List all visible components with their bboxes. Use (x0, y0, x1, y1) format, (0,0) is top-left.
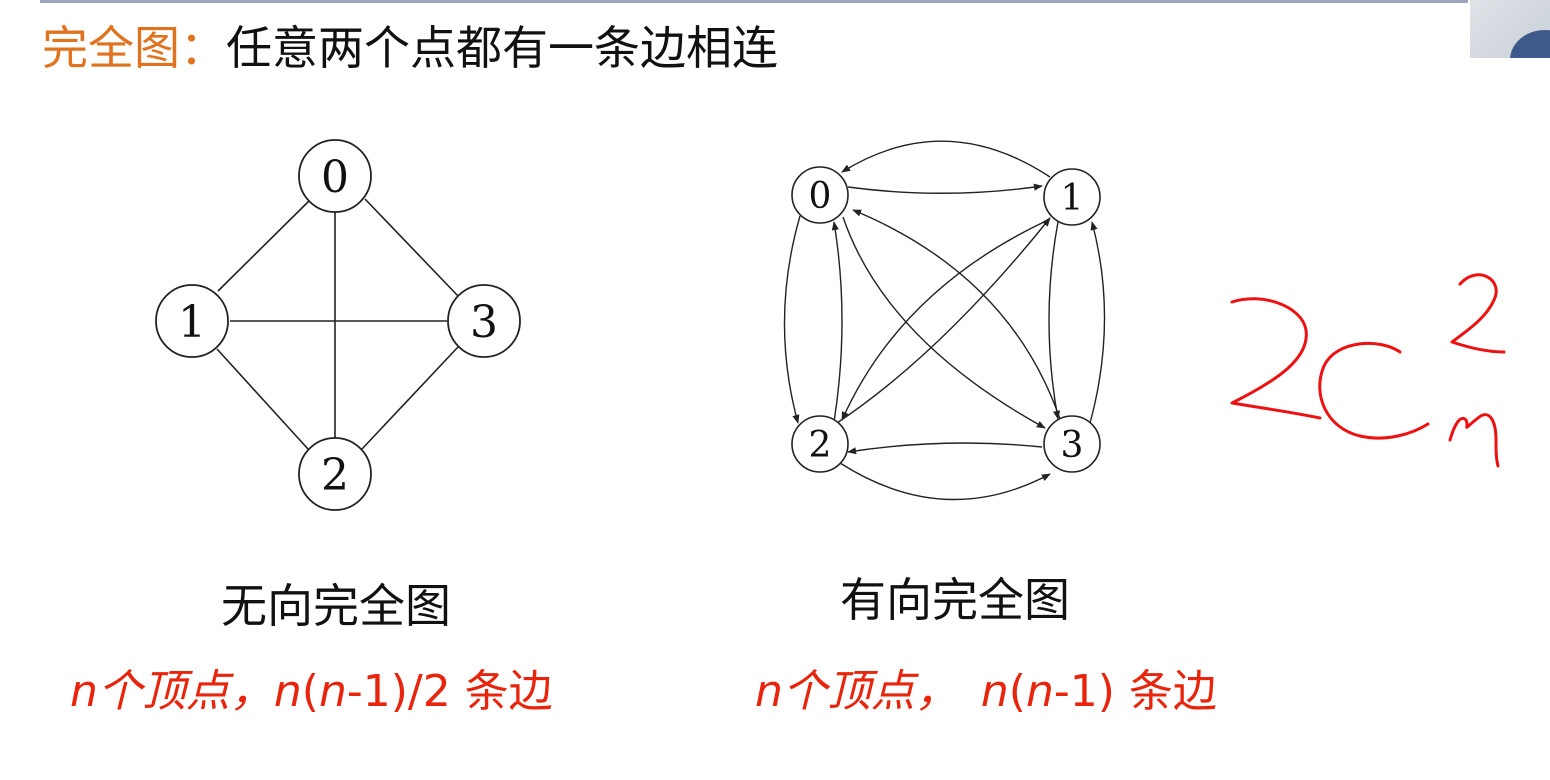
undirected-formula-mid: 个顶点， (98, 666, 274, 717)
arc-3-to-1-right (1090, 222, 1105, 423)
arc-2-to-3-bottom (840, 463, 1050, 499)
directed-node-1-label: 1 (1061, 178, 1084, 219)
undirected-node-1-label: 1 (178, 297, 206, 348)
directed-node-2: 2 (792, 416, 848, 472)
undirected-complete-graph (217, 199, 458, 449)
undirected-formula-n: n (70, 666, 98, 717)
directed-node-0-label: 0 (809, 176, 832, 217)
undirected-formula: n个顶点，n(n-1)/2 条边 (70, 664, 553, 720)
directed-caption: 有向完全图 (840, 572, 1070, 628)
undirected-formula-n2: n (274, 666, 302, 717)
undirected-node-2: 2 (299, 438, 371, 510)
handwritten-subscript-n (1450, 415, 1498, 466)
directed-formula: n个顶点，n(n-1) 条边 (755, 664, 1217, 720)
undirected-formula-paren: ( (302, 666, 319, 717)
arc-0-to-1 (848, 186, 1042, 193)
undirected-node-1: 1 (156, 285, 228, 357)
undirected-node-0: 0 (299, 140, 371, 212)
undirected-formula-n3: n (319, 666, 347, 717)
handwritten-letter-C (1320, 343, 1428, 438)
undirected-node-3: 3 (448, 285, 520, 357)
arc-0-to-2-left (784, 216, 800, 423)
handwritten-annotation-2Cn2 (1232, 275, 1504, 466)
edge-0-1 (218, 199, 311, 291)
directed-formula-mid: 个顶点， (783, 666, 959, 717)
directed-formula-n2: n (981, 666, 1009, 717)
directed-formula-n3: n (1026, 666, 1054, 717)
arc-1-to-3 (1049, 222, 1058, 419)
directed-node-1: 1 (1044, 169, 1100, 225)
undirected-caption: 无向完全图 (221, 578, 451, 634)
undirected-node-2-label: 2 (321, 450, 349, 501)
arc-2-to-1 (834, 218, 1050, 425)
undirected-node-0-label: 0 (321, 152, 349, 203)
directed-formula-paren: ( (1009, 666, 1026, 717)
directed-node-2-label: 2 (809, 425, 832, 466)
edge-3-2 (362, 347, 458, 449)
directed-formula-n: n (755, 666, 783, 717)
arc-3-to-2 (848, 443, 1042, 452)
arc-2-to-0 (834, 222, 842, 422)
directed-node-3-label: 3 (1061, 425, 1084, 466)
directed-node-3: 3 (1044, 416, 1100, 472)
handwritten-digit-2 (1232, 299, 1320, 418)
directed-node-0: 0 (792, 167, 848, 223)
edge-1-2 (217, 349, 308, 449)
directed-formula-tail: -1) 条边 (1054, 666, 1217, 717)
arc-1-to-0-top (842, 141, 1050, 177)
arc-1-to-2 (842, 221, 1046, 420)
undirected-node-3-label: 3 (470, 297, 498, 348)
edge-0-3 (365, 199, 458, 296)
handwritten-superscript-2 (1452, 275, 1504, 352)
undirected-formula-tail: -1)/2 条边 (347, 666, 553, 717)
